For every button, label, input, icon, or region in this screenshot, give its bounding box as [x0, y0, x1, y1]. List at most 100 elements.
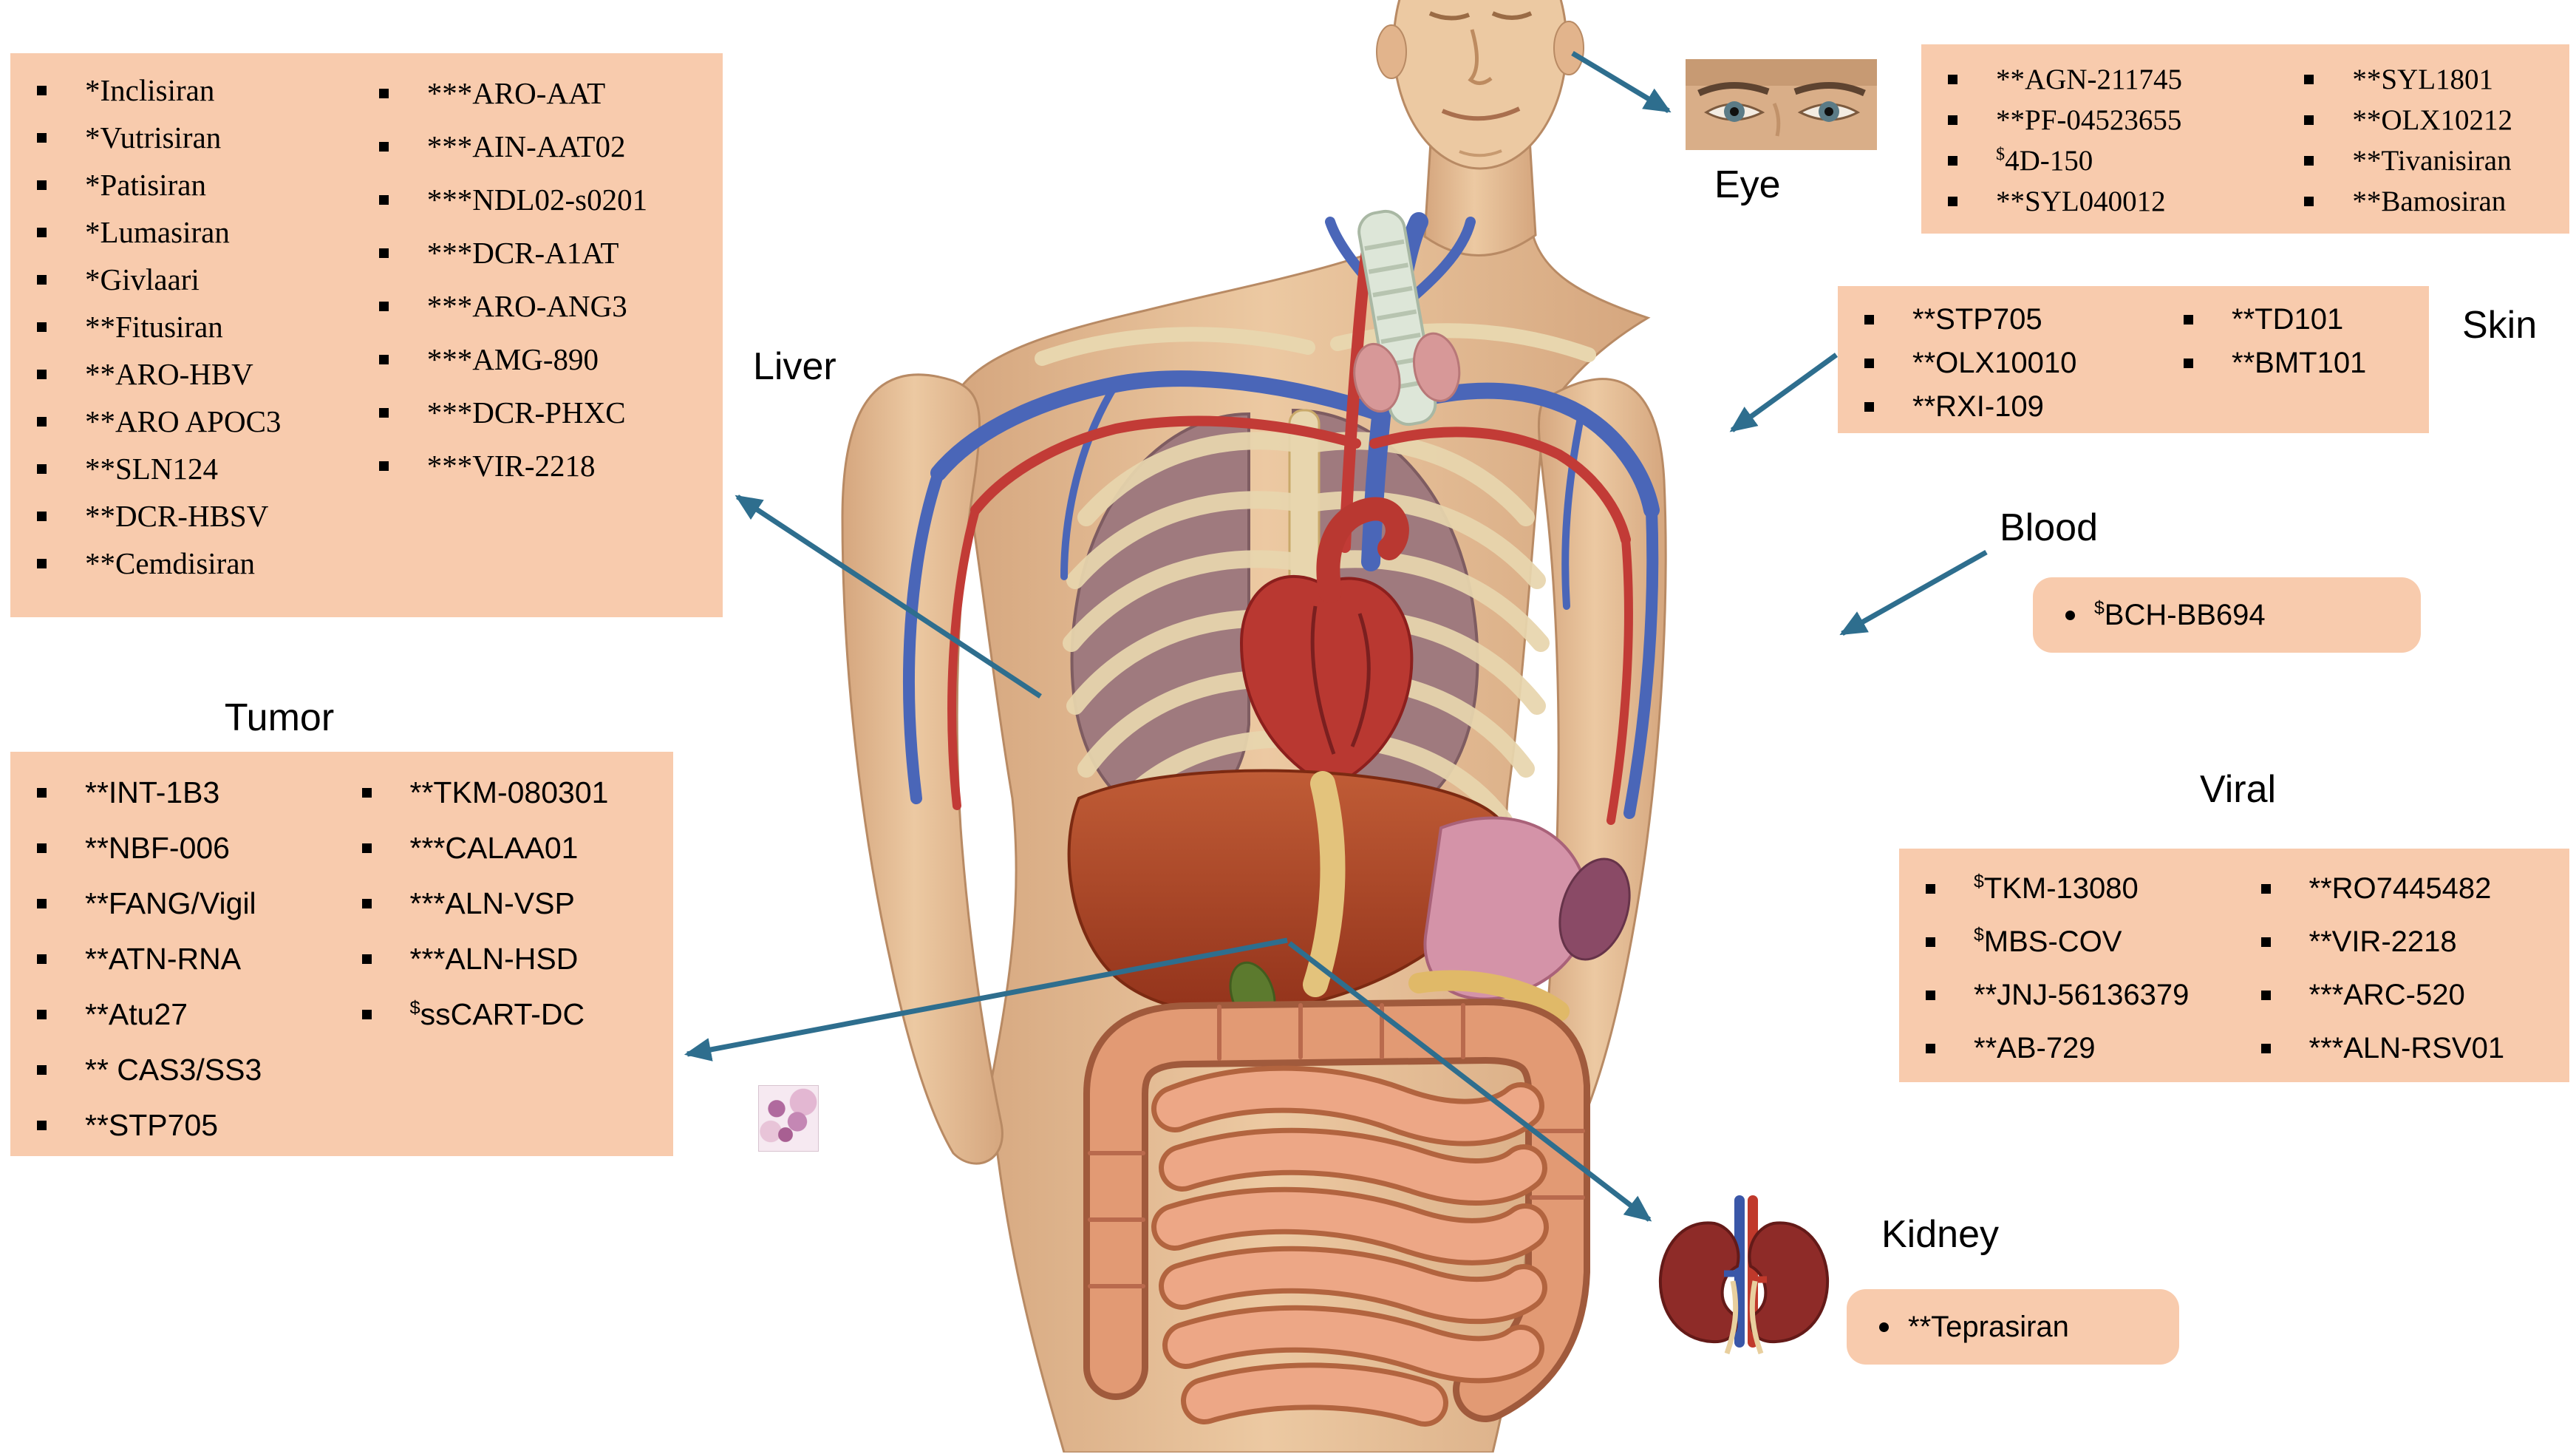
bullet-icon — [37, 132, 47, 143]
drug-item: ***CALAA01 — [361, 821, 673, 876]
drug-item: **INT-1B3 — [37, 765, 335, 821]
drug-name: **RXI-109 — [1912, 390, 2044, 423]
bullet-icon — [2184, 315, 2193, 325]
right-clavicle — [1330, 323, 1596, 362]
viral-drug-list-col2: **RO7445482**VIR-2218***ARC-520***ALN-RS… — [2235, 849, 2570, 1075]
blood-drug-box: $BCH-BB694 — [2033, 577, 2421, 653]
drug-item: *Patisiran — [37, 161, 352, 208]
drug-item: *Lumasiran — [37, 208, 352, 256]
drug-name: *Vutrisiran — [85, 120, 222, 154]
left-clavicle — [1035, 327, 1315, 366]
bullet-icon — [1926, 937, 1935, 947]
bullet-icon — [1864, 402, 1874, 412]
drug-item: **JNJ-56136379 — [1926, 968, 2235, 1022]
bullet-icon — [378, 248, 389, 258]
drug-name: ***DCR-A1AT — [426, 236, 619, 270]
bullet-icon — [37, 788, 47, 798]
bullet-icon — [378, 407, 389, 418]
bullet-icon — [378, 461, 389, 471]
drug-name: ** CAS3/SS3 — [85, 1053, 262, 1087]
bullet-icon — [378, 141, 389, 152]
drug-name: ***ARC-520 — [2308, 978, 2465, 1011]
tumor-drug-list-col1: **INT-1B3 **NBF-006 **FANG/Vigil **ATN-RNA *… — [10, 752, 335, 1153]
bullet-icon — [361, 1010, 372, 1019]
drug-name: ***VIR-2218 — [426, 449, 596, 483]
bullet-icon — [378, 194, 389, 205]
drug-name: **ATN-RNA — [85, 942, 242, 976]
arrow-to-blood — [1839, 549, 1988, 636]
drug-item: ***AIN-AAT02 — [378, 120, 723, 173]
viral-drug-list-col1: $TKM-13080$MBS-COV**JNJ-56136379**AB-729 — [1899, 849, 2235, 1075]
body-illustration — [841, 0, 1667, 1453]
drug-item: **NBF-006 — [37, 821, 335, 876]
drug-item: **STP705 — [1864, 298, 2157, 342]
drug-name: ***ARO-ANG3 — [426, 289, 627, 323]
bullet-icon — [37, 274, 47, 285]
drug-name: **NBF-006 — [85, 831, 230, 865]
drug-name: **STP705 — [85, 1108, 219, 1142]
bullet-icon — [361, 899, 372, 908]
tumor-drug-list-col2: **TKM-080301***CALAA01***ALN-VSP***ALN-H… — [335, 752, 673, 1042]
bullet-icon — [1948, 156, 1957, 166]
tumor-label: Tumor — [224, 696, 335, 739]
drug-item: **RO7445482 — [2260, 862, 2570, 915]
drug-name: ***AIN-AAT02 — [426, 129, 626, 163]
drug-name: ***DCR-PHXC — [426, 395, 626, 429]
skin-label: Skin — [2462, 304, 2538, 347]
kidney-drug-box: **Teprasiran — [1847, 1289, 2179, 1365]
drug-item: **Teprasiran — [1879, 1311, 2069, 1344]
drug-name: ***AMG-890 — [426, 342, 599, 376]
drug-item: ***ARO-AAT — [378, 67, 723, 120]
drug-item: ***DCR-PHXC — [378, 386, 723, 439]
drug-name: **ARO APOC3 — [85, 404, 282, 438]
bullet-icon — [2260, 1043, 2271, 1053]
drug-item: ***VIR-2218 — [378, 439, 723, 492]
drug-item: *Vutrisiran — [37, 114, 352, 161]
bullet-icon — [1926, 883, 1935, 894]
eye-drug-box: **AGN-211745**PF-04523655$4D-150**SYL040… — [1921, 44, 2569, 234]
tumor-drug-box: **INT-1B3 **NBF-006 **FANG/Vigil **ATN-RNA *… — [10, 752, 673, 1156]
bullet-icon — [37, 558, 47, 568]
drug-name: *Givlaari — [85, 262, 200, 296]
drug-name: **SLN124 — [85, 452, 218, 486]
aorta — [1316, 497, 1409, 603]
blood-drug-list: $BCH-BB694 — [2033, 599, 2266, 632]
drug-item: $MBS-COV — [1926, 915, 2235, 968]
drug-name: *Lumasiran — [85, 215, 230, 249]
viral-label: Viral — [2200, 768, 2277, 811]
drug-name: *Inclisiran — [85, 73, 215, 107]
drug-name: **ARO-HBV — [85, 357, 253, 391]
drug-name: **VIR-2218 — [2308, 925, 2457, 958]
liver-drug-list-col1: *Inclisiran *Vutrisiran *Patisiran *Lumasir… — [10, 53, 352, 587]
drug-item: **AB-729 — [1926, 1022, 2235, 1075]
drug-name: ***ALN-HSD — [409, 942, 579, 976]
drug-name: **SYL040012 — [1996, 186, 2166, 217]
blood-label: Blood — [2000, 506, 2098, 549]
bullet-icon — [361, 954, 372, 964]
drug-name: **Atu27 — [85, 997, 188, 1031]
eye-drug-list-col1: **AGN-211745**PF-04523655$4D-150**SYL040… — [1921, 44, 2277, 222]
kidney-illustration — [1644, 1185, 1844, 1362]
drug-item: $ssCART-DC — [361, 987, 673, 1042]
bullet-icon — [37, 899, 47, 908]
trachea — [1353, 209, 1461, 427]
skin-drug-list-col1: **STP705**OLX10010**RXI-109 — [1838, 286, 2157, 429]
right-eye-shadow — [1491, 11, 1533, 20]
drug-name: **JNJ-56136379 — [1974, 978, 2190, 1011]
eye-drug-list-col2: **SYL1801**OLX10212**Tivanisiran**Bamosi… — [2277, 44, 2569, 222]
left-eye-shadow — [1428, 11, 1471, 21]
eye-photo — [1686, 59, 1877, 150]
right-ear — [1553, 21, 1584, 75]
drug-name: **INT-1B3 — [85, 775, 220, 809]
chin-crease — [1459, 149, 1502, 157]
kidney-label: Kidney — [1881, 1213, 1999, 1256]
bullet-icon — [37, 1121, 47, 1130]
drug-item: ***AMG-890 — [378, 333, 723, 386]
drug-name: $ssCART-DC — [409, 997, 585, 1031]
drug-item: $BCH-BB694 — [2065, 599, 2266, 632]
drug-name: **OLX10212 — [2352, 104, 2512, 136]
drug-item: **FANG/Vigil — [37, 876, 335, 931]
coronary-vessels — [1310, 605, 1371, 755]
bullet-icon — [1948, 75, 1957, 84]
bullet-icon — [2304, 197, 2314, 206]
